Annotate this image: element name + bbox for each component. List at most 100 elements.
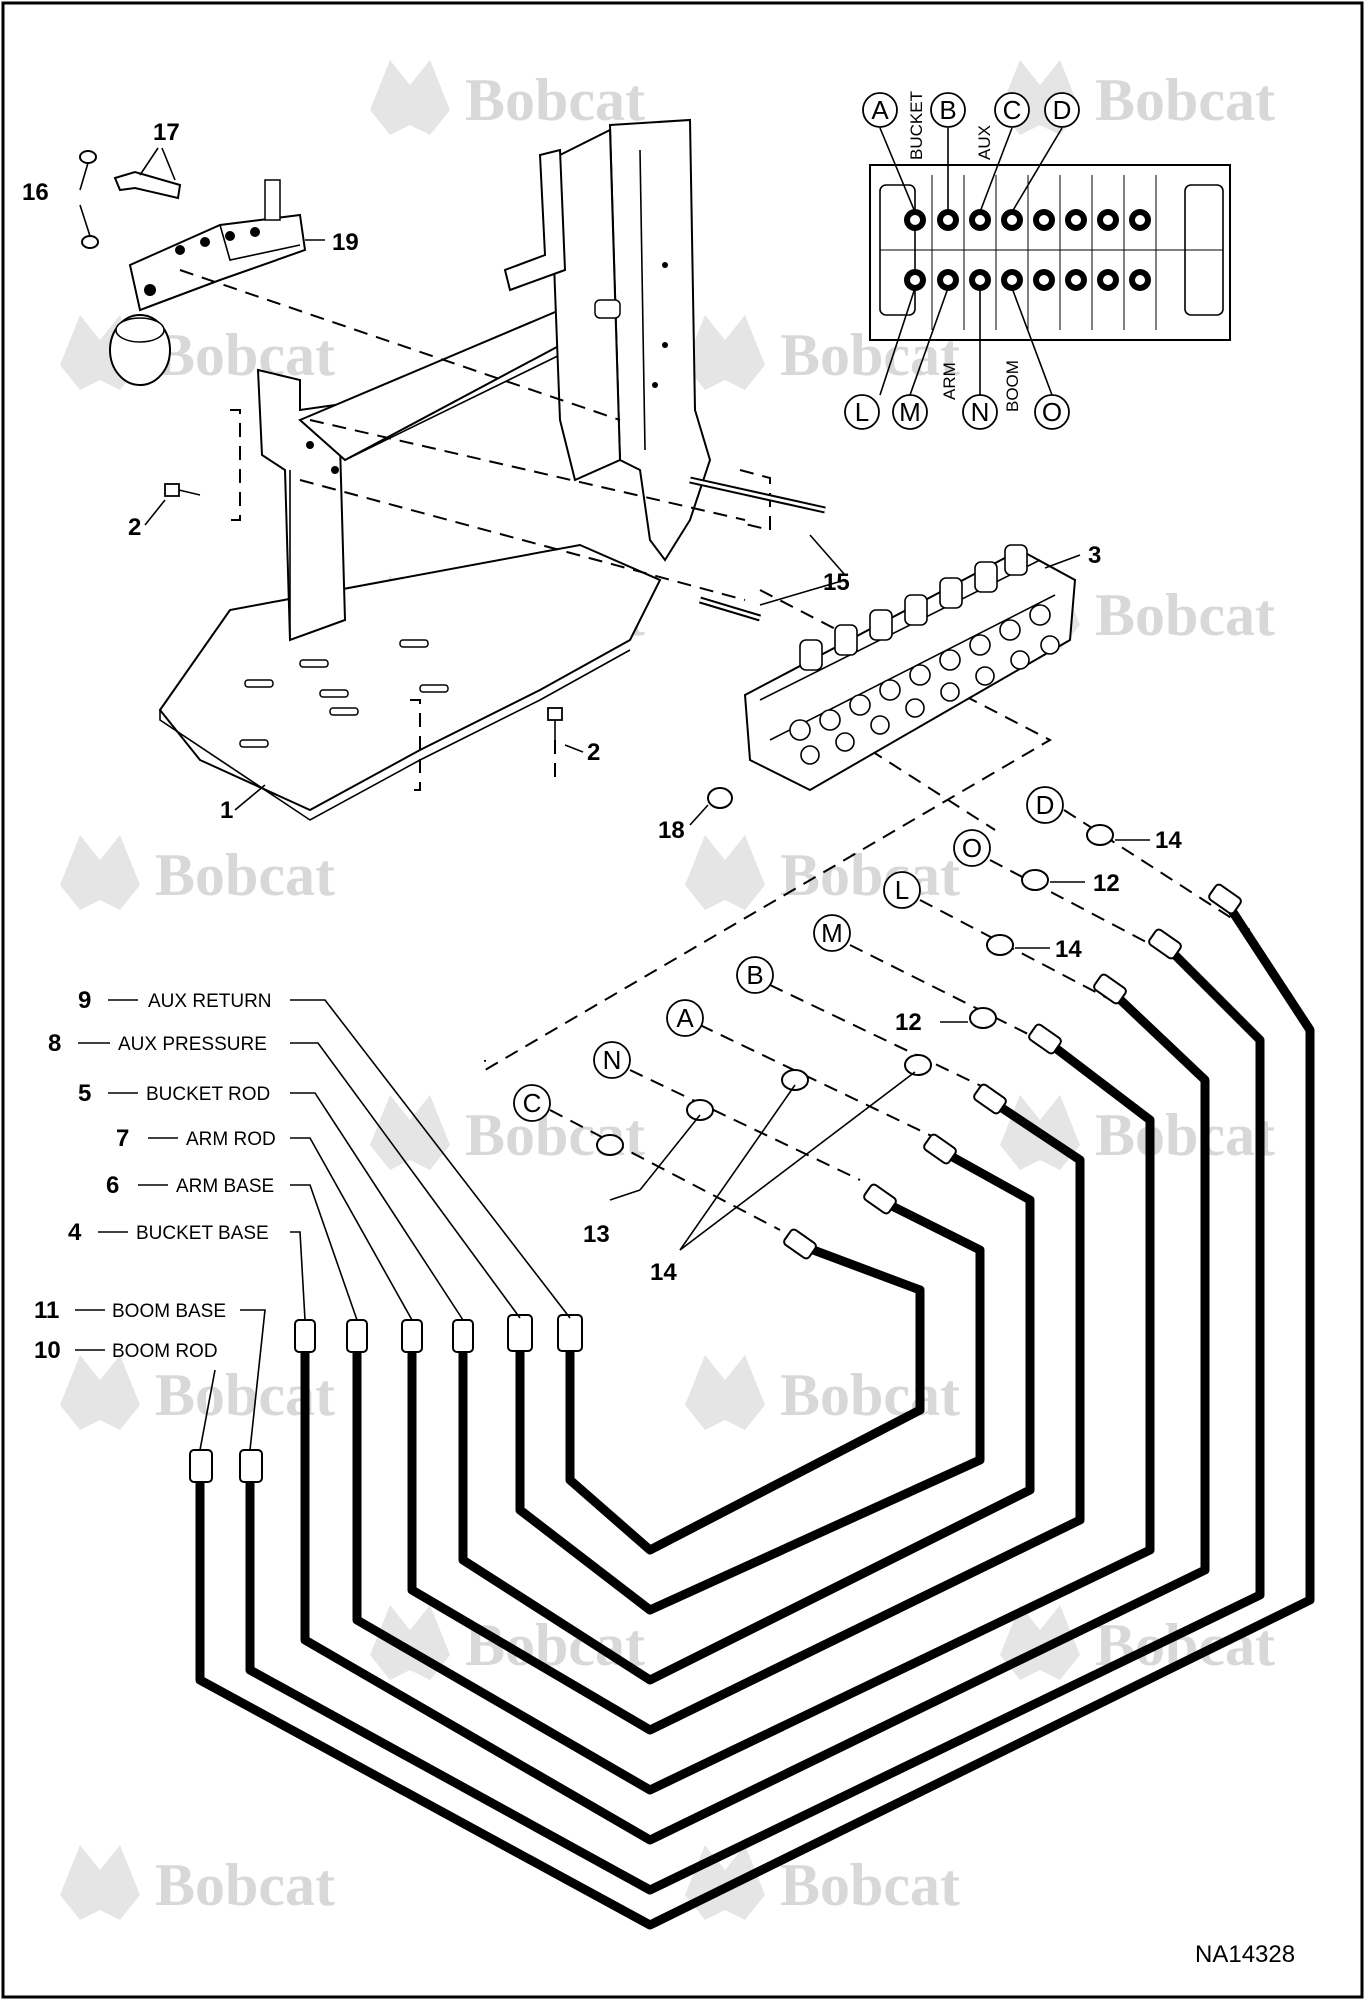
dashed-bolt-guide bbox=[410, 699, 421, 791]
hose-arm-rod bbox=[407, 1095, 1085, 1735]
fittings bbox=[596, 824, 1114, 1156]
hydraulic-hoses bbox=[195, 895, 1315, 1930]
fitting-port-l: L bbox=[883, 871, 921, 909]
hose-arm-base bbox=[352, 1035, 1155, 1795]
port-d: D bbox=[1044, 92, 1080, 128]
port-m: M bbox=[892, 394, 928, 430]
hose-label-8: 8 AUX PRESSURE bbox=[48, 1030, 267, 1057]
valve-port-inset: A B C D L M N O BUCK bbox=[844, 91, 1231, 430]
bobcat-logo-icon bbox=[685, 315, 765, 390]
svg-text:M: M bbox=[821, 918, 843, 948]
callout-14-d: 14 bbox=[1155, 827, 1182, 854]
callout-1: 1 bbox=[220, 797, 233, 824]
hose-label-leaders bbox=[75, 999, 571, 1451]
svg-text:6: 6 bbox=[106, 1172, 119, 1199]
svg-text:BOOM ROD: BOOM ROD bbox=[112, 1341, 218, 1362]
watermark-text: Bobcat bbox=[155, 1852, 335, 1918]
callout-18: 18 bbox=[658, 817, 685, 844]
callout-14-l: 14 bbox=[1055, 936, 1082, 963]
figure-code: NA14328 bbox=[1195, 1941, 1295, 1968]
fitting-port-o: O bbox=[953, 829, 991, 867]
svg-text:5: 5 bbox=[78, 1080, 91, 1107]
callout-15: 15 bbox=[823, 569, 850, 596]
fitting-port-m: M bbox=[813, 914, 851, 952]
callout-2-lower: 2 bbox=[587, 739, 600, 766]
watermark-text: Bobcat bbox=[1095, 67, 1275, 133]
fitting-port-b: B bbox=[736, 956, 774, 994]
svg-text:11: 11 bbox=[34, 1297, 59, 1324]
svg-text:C: C bbox=[1003, 95, 1022, 125]
valve-frame bbox=[256, 118, 712, 642]
port-n: N bbox=[962, 394, 998, 430]
bolt-2-upper bbox=[164, 483, 201, 497]
svg-text:D: D bbox=[1036, 790, 1055, 820]
plug-18 bbox=[707, 787, 733, 809]
pilot-valve-assembly bbox=[79, 147, 325, 386]
svg-text:D: D bbox=[1053, 95, 1072, 125]
section-label-arm: ARM bbox=[940, 362, 959, 400]
dashed-bolt-guide bbox=[228, 409, 241, 521]
svg-text:L: L bbox=[895, 875, 909, 905]
svg-text:M: M bbox=[899, 397, 921, 427]
svg-text:B: B bbox=[939, 95, 956, 125]
port-c: C bbox=[994, 92, 1030, 128]
callout-19: 19 bbox=[332, 229, 359, 256]
callout-14-ab: 14 bbox=[650, 1259, 677, 1286]
svg-text:N: N bbox=[971, 397, 990, 427]
svg-text:10: 10 bbox=[34, 1337, 61, 1364]
svg-text:C: C bbox=[523, 1088, 542, 1118]
hose-bucket-rod bbox=[458, 1145, 1035, 1685]
fitting-port-n: N bbox=[593, 1041, 631, 1079]
svg-text:AUX PRESSURE: AUX PRESSURE bbox=[118, 1034, 267, 1055]
port-a: A bbox=[862, 92, 898, 128]
callout-16: 16 bbox=[22, 179, 49, 206]
hose-label-5: 5 BUCKET ROD bbox=[78, 1080, 270, 1107]
hose-label-10: 10 BOOM ROD bbox=[34, 1337, 218, 1364]
bobcat-logo-icon bbox=[370, 60, 450, 135]
callout-2-upper: 2 bbox=[128, 514, 141, 541]
svg-text:B: B bbox=[746, 960, 763, 990]
svg-text:ARM BASE: ARM BASE bbox=[176, 1176, 274, 1197]
svg-text:9: 9 bbox=[78, 987, 91, 1014]
fitting-guides: D O L M B A N C bbox=[513, 786, 1251, 1231]
hose-label-11: 11 BOOM BASE bbox=[34, 1297, 226, 1324]
hose-label-6: 6 ARM BASE bbox=[106, 1172, 274, 1199]
svg-text:BUCKET ROD: BUCKET ROD bbox=[146, 1084, 270, 1105]
watermark-text: Bobcat bbox=[1095, 582, 1275, 648]
svg-text:A: A bbox=[871, 95, 889, 125]
hose-label-9: 9 AUX RETURN bbox=[78, 987, 272, 1014]
svg-text:ARM ROD: ARM ROD bbox=[186, 1129, 276, 1150]
bobcat-logo-icon bbox=[60, 835, 140, 910]
watermark-text: Bobcat bbox=[155, 322, 335, 388]
section-label-bucket: BUCKET bbox=[907, 91, 926, 160]
watermark-text: Bobcat bbox=[780, 842, 960, 908]
callout-12-o: 12 bbox=[1093, 870, 1120, 897]
port-l: L bbox=[844, 394, 880, 430]
svg-text:4: 4 bbox=[68, 1219, 82, 1246]
bobcat-logo-icon bbox=[60, 1355, 140, 1430]
callout-17: 17 bbox=[153, 119, 180, 146]
watermark-text: Bobcat bbox=[465, 67, 645, 133]
callout-3: 3 bbox=[1088, 542, 1101, 569]
svg-text:BUCKET BASE: BUCKET BASE bbox=[136, 1223, 269, 1244]
fitting-port-d: D bbox=[1026, 786, 1064, 824]
port-b: B bbox=[930, 92, 966, 128]
bobcat-logo-icon bbox=[685, 1355, 765, 1430]
fitting-leaders bbox=[609, 839, 1150, 1251]
svg-text:BOOM BASE: BOOM BASE bbox=[112, 1301, 226, 1322]
hose-aux-pressure bbox=[515, 1195, 985, 1615]
fitting-port-a: A bbox=[666, 999, 704, 1037]
watermark-text: Bobcat bbox=[1095, 1102, 1275, 1168]
bolt-2-lower bbox=[547, 707, 563, 740]
bobcat-logo-icon bbox=[60, 1845, 140, 1920]
hose-boom-base bbox=[245, 940, 1265, 1895]
hose-aux-return bbox=[565, 1240, 925, 1555]
svg-text:A: A bbox=[676, 1003, 694, 1033]
svg-text:L: L bbox=[855, 397, 869, 427]
port-o: O bbox=[1034, 394, 1070, 430]
svg-text:N: N bbox=[603, 1045, 622, 1075]
watermark-text: Bobcat bbox=[780, 1852, 960, 1918]
hose-end-fittings-valve bbox=[783, 883, 1242, 1260]
